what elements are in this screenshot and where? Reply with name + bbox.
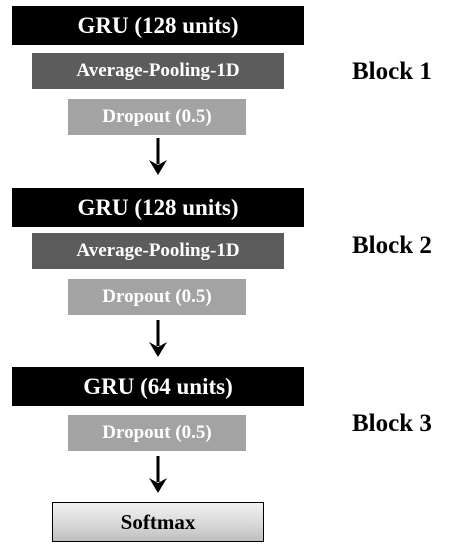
block1-pooling-layer: Average-Pooling-1D xyxy=(32,53,284,89)
arrow-down-icon xyxy=(149,320,167,357)
block2-dropout-layer: Dropout (0.5) xyxy=(68,279,246,315)
arrow-down-icon xyxy=(149,138,167,175)
softmax-output-layer: Softmax xyxy=(52,502,264,542)
block2-pooling-layer: Average-Pooling-1D xyxy=(32,233,284,269)
block3-dropout-layer: Dropout (0.5) xyxy=(68,415,246,451)
block3-gru-layer: GRU (64 units) xyxy=(12,367,304,406)
block2-gru-layer: GRU (128 units) xyxy=(12,188,304,227)
block2-label: Block 2 xyxy=(352,232,432,259)
arrow-down-icon xyxy=(149,456,167,493)
block1-gru-layer: GRU (128 units) xyxy=(12,6,304,45)
block3-label: Block 3 xyxy=(352,410,432,437)
block1-dropout-layer: Dropout (0.5) xyxy=(68,99,246,135)
block1-label: Block 1 xyxy=(352,58,432,85)
